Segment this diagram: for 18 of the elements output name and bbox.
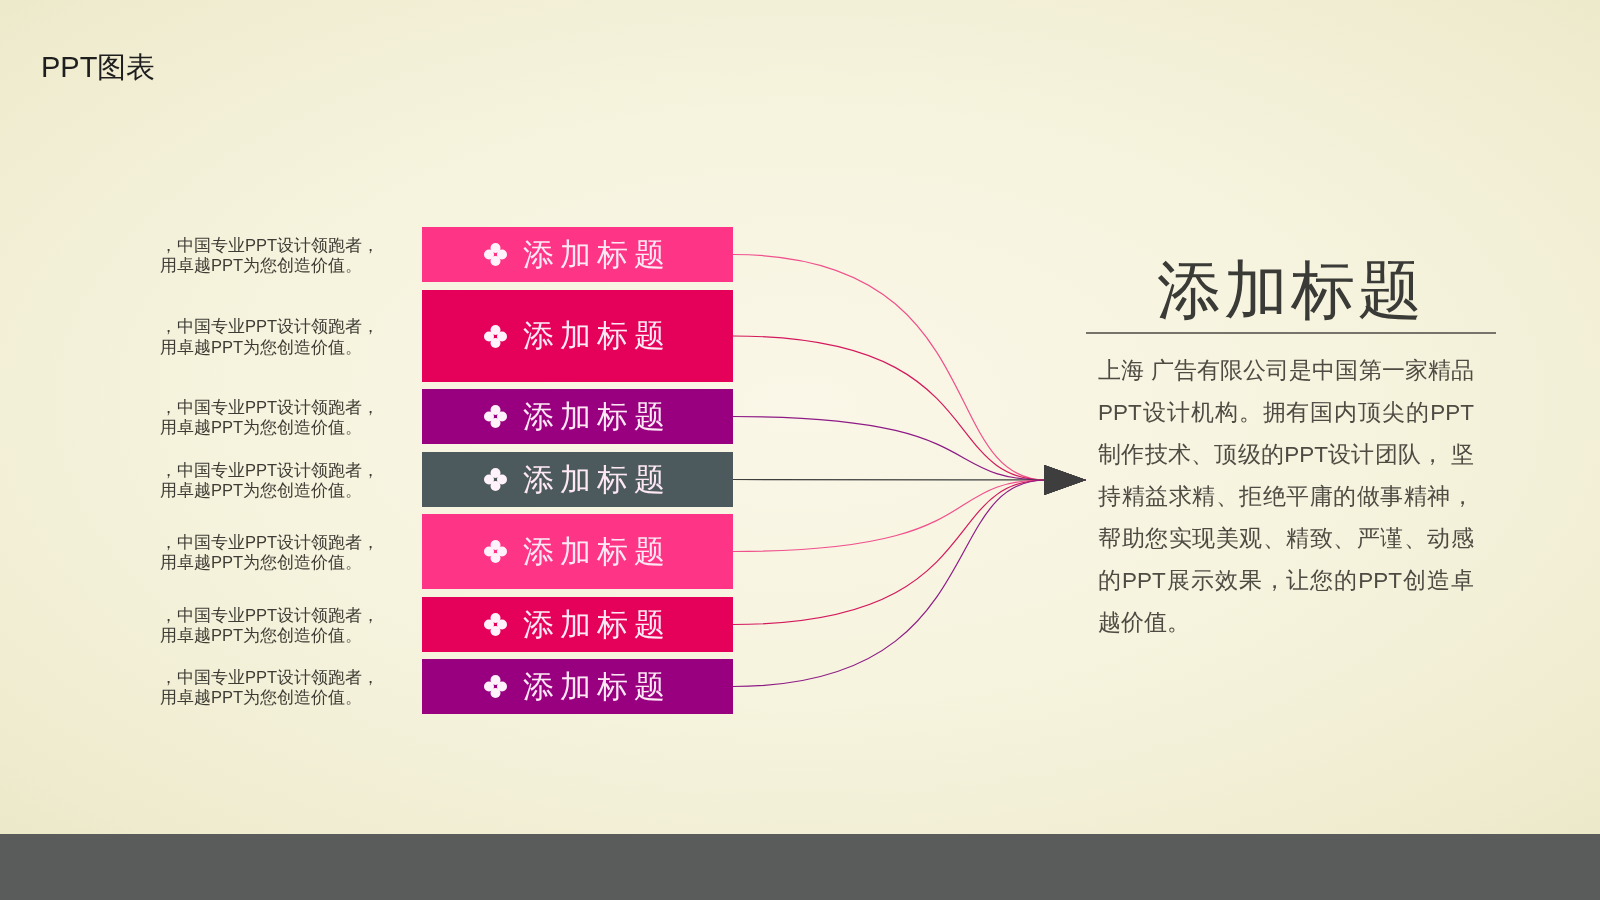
title-box: 添加标题 bbox=[422, 389, 733, 444]
description-text: ，中国专业PPT设计领跑者，用卓越PPT为您创造价值。 bbox=[160, 396, 381, 437]
title-box: 添加标题 bbox=[422, 227, 733, 282]
title-box: 添加标题 bbox=[422, 597, 733, 652]
title-box: 添加标题 bbox=[422, 452, 733, 507]
description-text: ，中国专业PPT设计领跑者，用卓越PPT为您创造价值。 bbox=[160, 315, 381, 357]
description-text: ，中国专业PPT设计领跑者，用卓越PPT为您创造价值。 bbox=[160, 459, 381, 500]
title-box: 添加标题 bbox=[422, 659, 733, 714]
paragraph: 上海 广告有限公司是中国第一家精品PPT设计机构。拥有国内顶尖的PPT制作技术、顶级的PPT设计团队， 坚持精益求精、拒绝平庸的做事精神，帮助您实现美观、精致、严谨、动感的PPT展示效果，让您的PPT创造卓越价值。 bbox=[1098, 357, 1474, 637]
heading-text: 添加标题 bbox=[1156, 253, 1426, 328]
description-text: ，中国专业PPT设计领跑者，用卓越PPT为您创造价值。 bbox=[160, 666, 381, 707]
description-text: ，中国专业PPT设计领跑者，用卓越PPT为您创造价值。 bbox=[160, 234, 381, 275]
curved-arrow bbox=[732, 465, 1087, 688]
slide-title: PPT图表 bbox=[41, 50, 156, 85]
description-text: ，中国专业PPT设计领跑者，用卓越PPT为您创造价值。 bbox=[160, 604, 381, 645]
title-box: 添加标题 bbox=[422, 290, 733, 382]
title-box: 添加标题 bbox=[422, 514, 733, 589]
description-text: ，中国专业PPT设计领跑者，用卓越PPT为您创造价值。 bbox=[160, 531, 381, 572]
